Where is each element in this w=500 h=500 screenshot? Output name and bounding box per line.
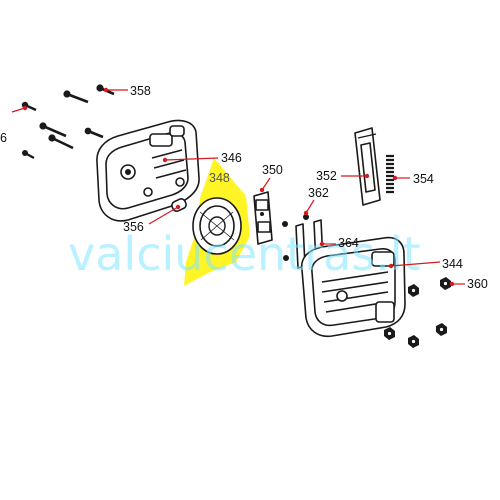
- leader-dot-364: [319, 241, 325, 247]
- leader-dot-358: [103, 87, 109, 93]
- nut-4[interactable]: [384, 327, 395, 340]
- screw-5[interactable]: [48, 134, 74, 150]
- leader-dot-350: [259, 187, 265, 193]
- leader-344: [390, 261, 441, 267]
- wheel-348[interactable]: [192, 197, 242, 255]
- leader-356-left: [11, 107, 26, 113]
- housing-left-346[interactable]: [96, 119, 200, 222]
- spring-354[interactable]: [386, 154, 394, 194]
- label-358[interactable]: 358: [130, 84, 151, 98]
- label-348[interactable]: 348: [209, 171, 230, 185]
- label-352[interactable]: 352: [316, 169, 337, 183]
- label-346[interactable]: 346: [221, 151, 242, 165]
- label-356-left[interactable]: 6: [0, 131, 7, 145]
- screw-2[interactable]: [63, 90, 89, 104]
- label-356[interactable]: 356: [123, 220, 144, 234]
- housing-right-344[interactable]: [300, 236, 406, 338]
- slide-352[interactable]: [354, 127, 381, 206]
- label-364[interactable]: 364: [338, 236, 359, 250]
- leader-356: [148, 206, 179, 225]
- screw-4[interactable]: [39, 122, 67, 138]
- bracket-350[interactable]: [253, 191, 273, 245]
- label-362[interactable]: 362: [308, 186, 329, 200]
- leader-dot-344: [388, 263, 394, 269]
- watermark-text: valciucentras.lt: [68, 227, 421, 281]
- leader-dot-354: [392, 175, 398, 181]
- screw-7[interactable]: [22, 150, 35, 159]
- leader-dot-362: [303, 210, 309, 216]
- nut-360[interactable]: [440, 277, 451, 290]
- label-350[interactable]: 350: [262, 163, 283, 177]
- leader-346: [164, 157, 219, 161]
- leader-362: [305, 199, 315, 214]
- screw-group-left: [21, 84, 115, 159]
- screw-6[interactable]: [84, 127, 104, 139]
- nuts-right: [384, 277, 451, 348]
- small-screws-362[interactable]: [282, 214, 309, 261]
- leader-350: [261, 177, 271, 191]
- leader-dot-356-left: [22, 105, 28, 111]
- leader-dot-360: [449, 281, 455, 287]
- nut-2[interactable]: [408, 284, 419, 297]
- nut-3[interactable]: [436, 323, 447, 336]
- leader-dot-346: [162, 157, 168, 163]
- leader-dot-356: [175, 204, 181, 210]
- callouts: 6 358 346 348 350 352 354 362 356 364 34…: [0, 84, 488, 291]
- label-354[interactable]: 354: [413, 172, 434, 186]
- nut-5[interactable]: [408, 335, 419, 348]
- label-344[interactable]: 344: [442, 257, 463, 271]
- leader-dot-352: [364, 173, 370, 179]
- label-360[interactable]: 360: [467, 277, 488, 291]
